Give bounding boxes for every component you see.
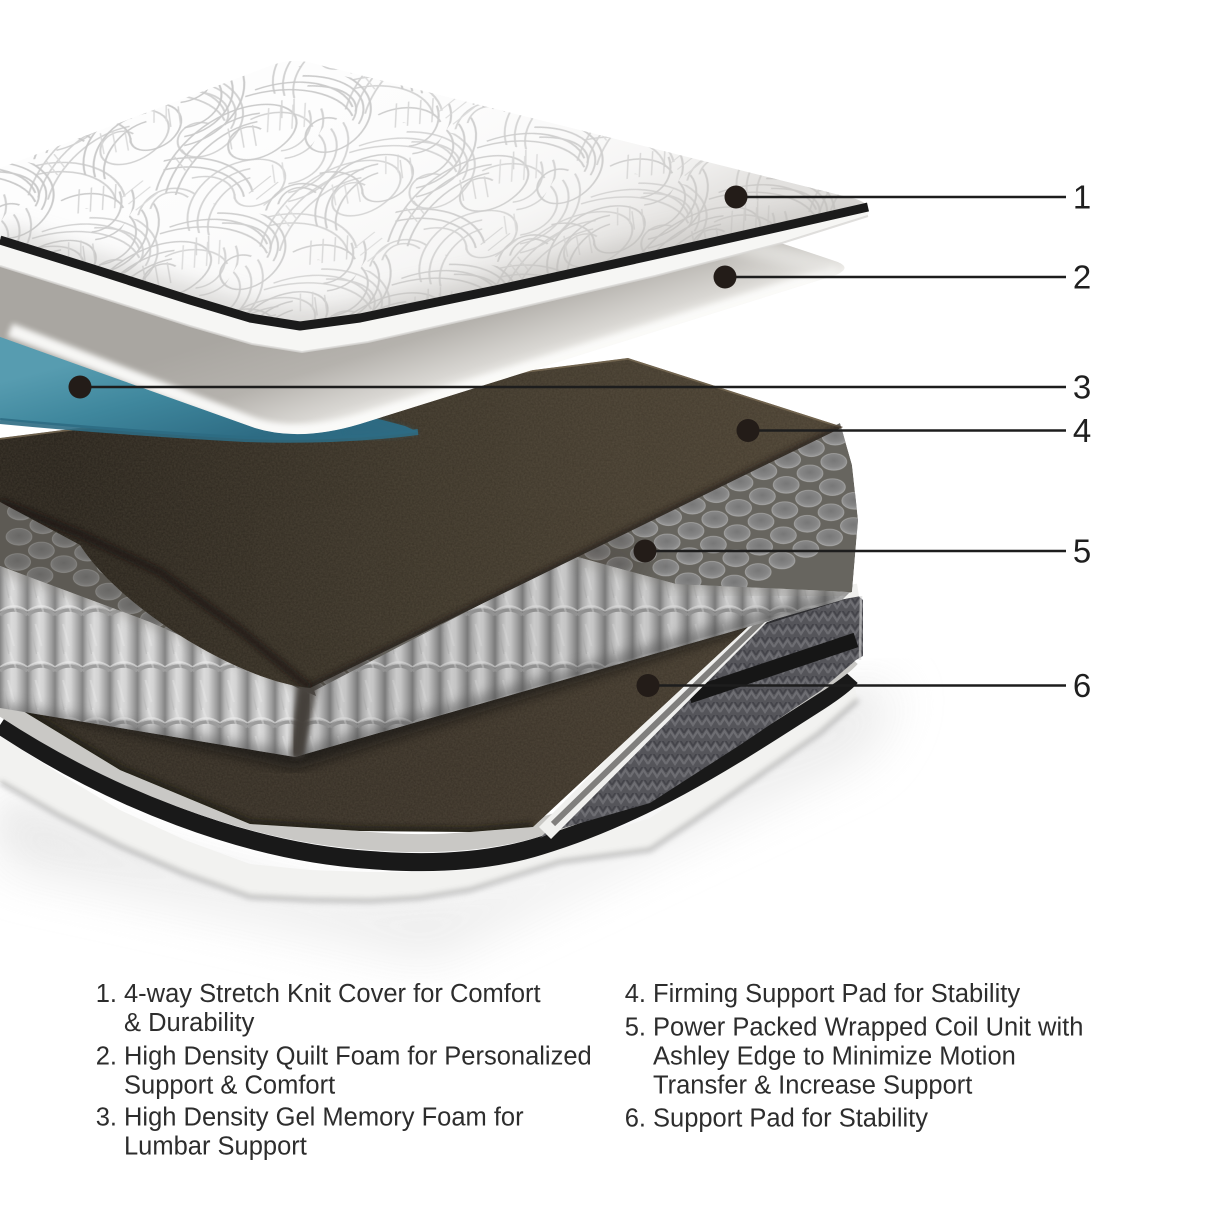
svg-text:5: 5 [1073, 533, 1091, 570]
svg-text:Transfer & Increase Support: Transfer & Increase Support [653, 1072, 972, 1100]
svg-text:2: 2 [1073, 259, 1091, 296]
svg-text:Support & Comfort: Support & Comfort [124, 1072, 335, 1100]
svg-text:3: 3 [1073, 369, 1091, 406]
svg-text:5.: 5. [625, 1014, 646, 1042]
svg-text:3.: 3. [96, 1104, 117, 1132]
svg-text:1: 1 [1073, 179, 1091, 216]
svg-text:4-way Stretch Knit Cover for C: 4-way Stretch Knit Cover for Comfort [124, 980, 541, 1008]
svg-text:Firming Support Pad for Stabil: Firming Support Pad for Stability [653, 980, 1020, 1008]
svg-text:High Density Gel Memory Foam f: High Density Gel Memory Foam for [124, 1104, 524, 1132]
svg-text:4: 4 [1073, 412, 1091, 449]
svg-text:Lumbar Support: Lumbar Support [124, 1133, 307, 1161]
svg-text:6: 6 [1073, 667, 1091, 704]
svg-text:6.: 6. [625, 1105, 646, 1133]
svg-text:4.: 4. [625, 980, 646, 1008]
svg-text:Ashley Edge to Minimize Motion: Ashley Edge to Minimize Motion [653, 1043, 1016, 1071]
svg-text:& Durability: & Durability [124, 1009, 255, 1037]
svg-text:1.: 1. [96, 980, 117, 1008]
svg-text:Support Pad for Stability: Support Pad for Stability [653, 1105, 928, 1133]
svg-text:Power Packed Wrapped Coil Unit: Power Packed Wrapped Coil Unit with [653, 1014, 1083, 1042]
svg-text:2.: 2. [96, 1043, 117, 1071]
svg-text:High Density Quilt Foam for Pe: High Density Quilt Foam for Personalized [124, 1043, 592, 1071]
